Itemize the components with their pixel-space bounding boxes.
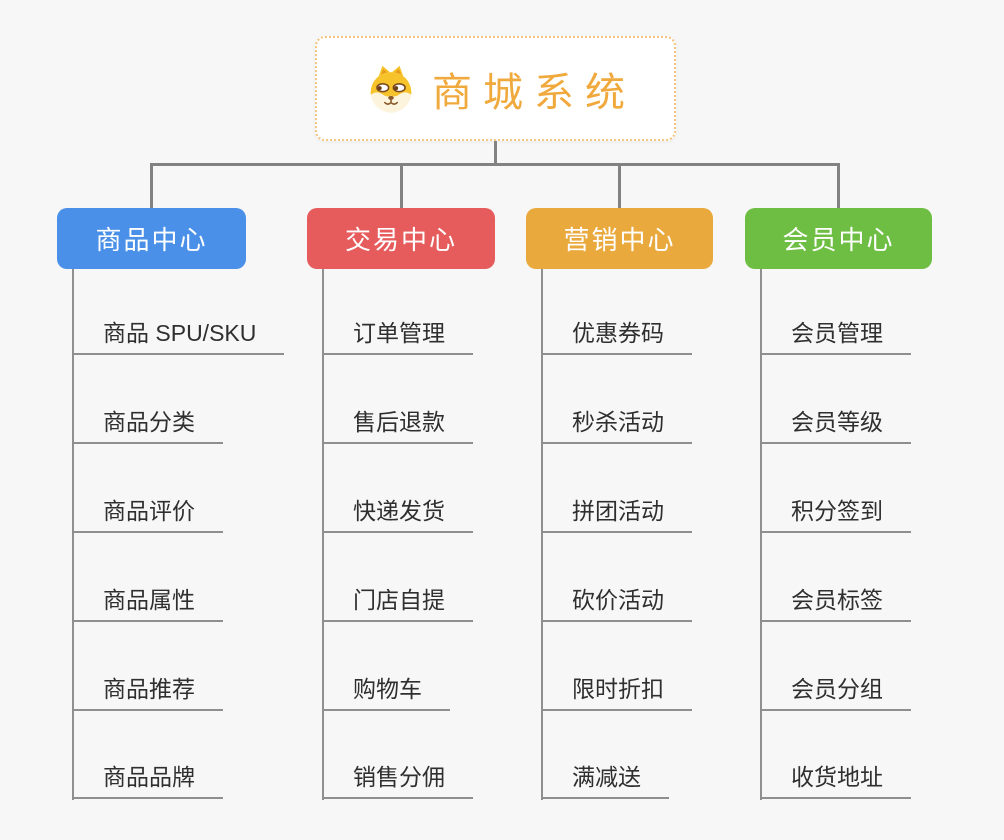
leaf-node[interactable]: 秒杀活动 <box>541 407 692 444</box>
leaf-node[interactable]: 商品属性 <box>72 585 223 622</box>
leaf-node[interactable]: 会员管理 <box>760 318 911 355</box>
branch-node-products[interactable]: 商品中心 <box>57 208 246 269</box>
branch-node-trade[interactable]: 交易中心 <box>307 208 495 269</box>
root-node[interactable]: 商城系统 <box>315 36 676 141</box>
branch-trunk-products <box>72 269 74 800</box>
leaf-node[interactable]: 会员等级 <box>760 407 911 444</box>
leaf-node[interactable]: 会员标签 <box>760 585 911 622</box>
connector-drop-3 <box>618 163 621 208</box>
leaf-node[interactable]: 收货地址 <box>760 762 911 799</box>
leaf-node[interactable]: 积分签到 <box>760 496 911 533</box>
leaf-node[interactable]: 商品分类 <box>72 407 223 444</box>
leaf-node[interactable]: 会员分组 <box>760 674 911 711</box>
leaf-node[interactable]: 商品品牌 <box>72 762 223 799</box>
leaf-node[interactable]: 商品 SPU/SKU <box>72 318 285 355</box>
leaf-node[interactable]: 快递发货 <box>322 496 473 533</box>
root-title: 商城系统 <box>432 70 636 115</box>
leaf-node[interactable]: 商品推荐 <box>72 674 223 711</box>
leaf-node[interactable]: 满减送 <box>541 762 669 799</box>
branch-node-marketing[interactable]: 营销中心 <box>526 208 713 269</box>
connector-root-stub <box>494 141 497 164</box>
leaf-node[interactable]: 优惠券码 <box>541 318 692 355</box>
connector-drop-2 <box>400 163 403 208</box>
dog-icon <box>370 65 412 113</box>
branch-trunk-trade <box>322 269 324 800</box>
branch-trunk-marketing <box>541 269 543 800</box>
leaf-node[interactable]: 拼团活动 <box>541 496 692 533</box>
leaf-node[interactable]: 订单管理 <box>322 318 473 355</box>
connector-drop-4 <box>837 163 840 208</box>
connector-drop-1 <box>150 163 153 208</box>
leaf-node[interactable]: 门店自提 <box>322 585 473 622</box>
leaf-node[interactable]: 销售分佣 <box>322 762 473 799</box>
connector-horizontal <box>150 163 840 166</box>
leaf-node[interactable]: 砍价活动 <box>541 585 692 622</box>
leaf-node[interactable]: 购物车 <box>322 674 450 711</box>
branch-trunk-members <box>760 269 762 800</box>
leaf-node[interactable]: 商品评价 <box>72 496 223 533</box>
leaf-node[interactable]: 限时折扣 <box>541 674 692 711</box>
leaf-node[interactable]: 售后退款 <box>322 407 473 444</box>
branch-node-members[interactable]: 会员中心 <box>745 208 932 269</box>
